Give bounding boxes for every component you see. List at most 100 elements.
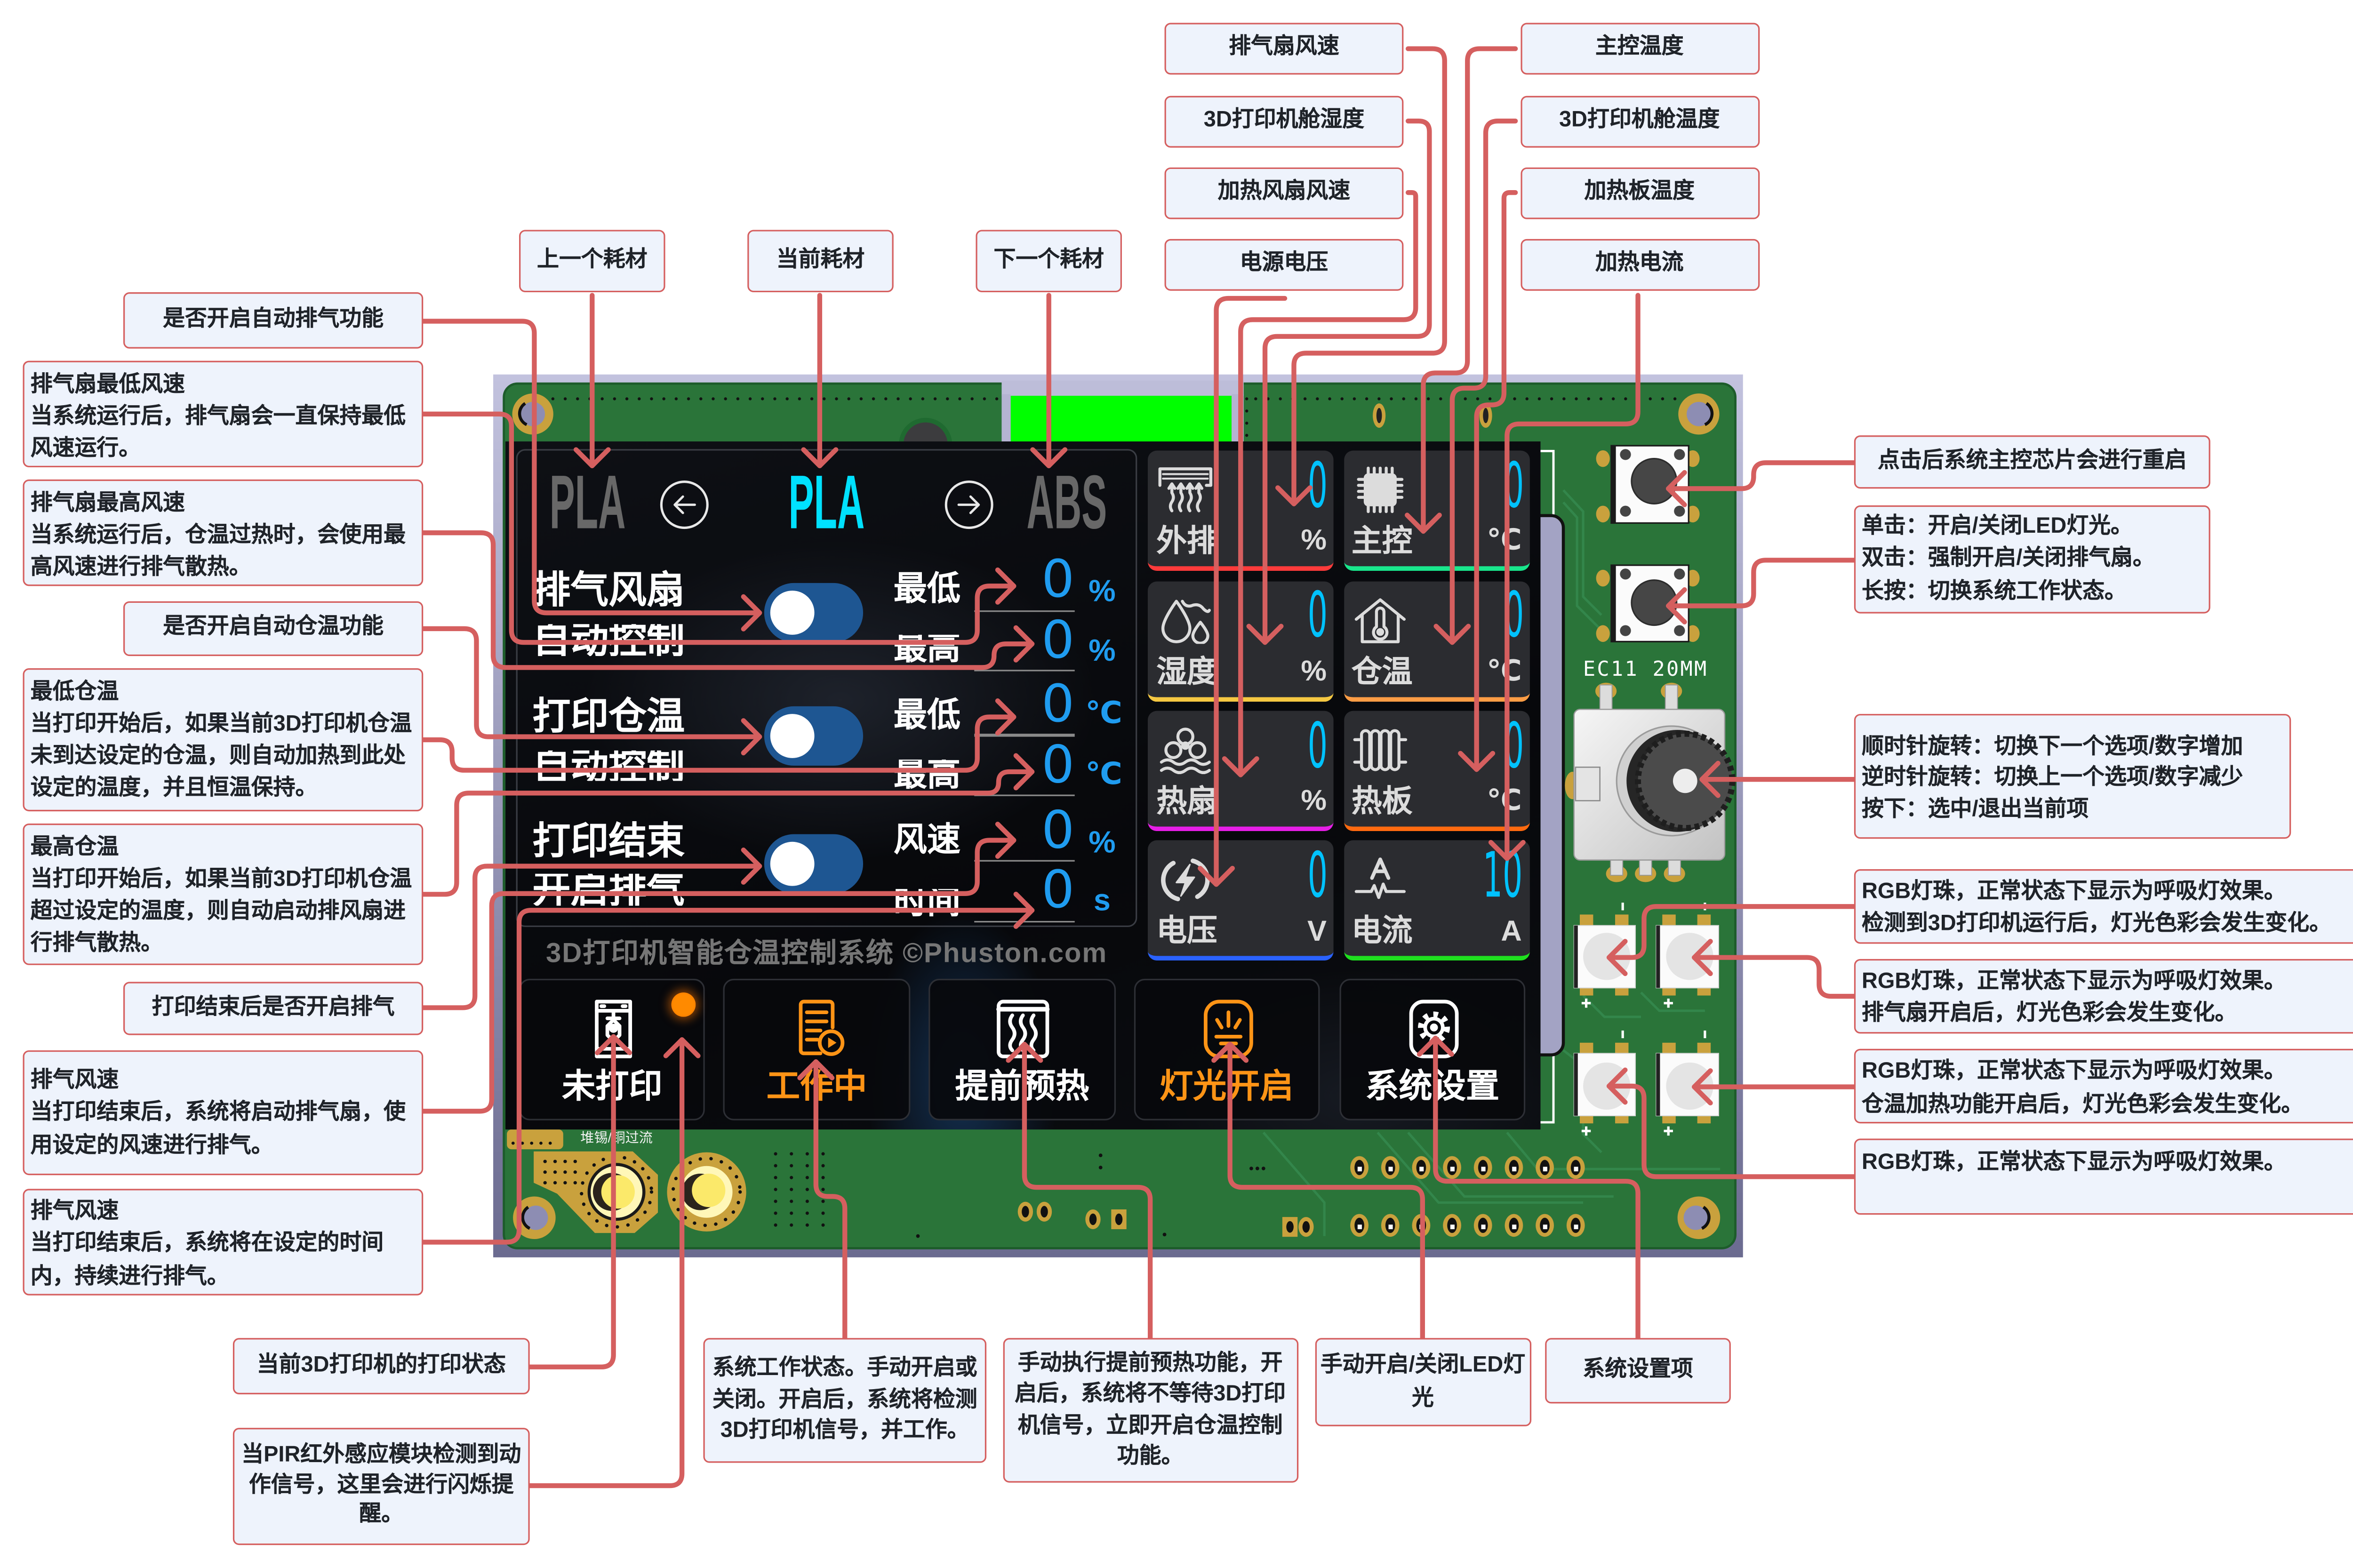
exhaust-auto-toggle[interactable] [763,583,863,643]
field-label: 最高 [893,760,961,790]
callout-description: 当打印开始后，如果当前3D打印机仓温超过设定的温度，则自动启动排风扇进行排气散热… [30,867,412,957]
arrow-left-circle-icon[interactable] [658,480,709,530]
callout-exhaust-fan-speed: 排气扇风速 [1164,23,1404,75]
exhaust-max-speed-value[interactable]: 0 [1041,610,1075,672]
action-button-preheat[interactable]: 提前预热 [929,978,1115,1120]
callout-line: 排气扇开启后，灯光色彩会发生变化。 [1862,1002,2237,1027]
tile-unit: % [1301,786,1327,818]
tile-value-text: 0 [1503,448,1523,522]
mounting-hole-bottom-right [1677,1196,1721,1240]
callout-print-status: 当前3D打印机的打印状态 [232,1338,530,1394]
reset-button[interactable] [1596,445,1700,524]
chamber-temp-auto-toggle[interactable] [763,706,863,766]
tile-label: 主控 [1352,525,1413,559]
multi-function-button[interactable] [1596,564,1700,643]
chamber-max-temp-value[interactable]: 0 [1041,735,1075,796]
callout-chamber-temperature: 3D打印机舱温度 [1520,95,1759,148]
callout-heater-plate-temperature: 加热板温度 [1520,167,1759,219]
exhaust-vent-icon [1158,467,1212,512]
field-unit: % [1088,575,1116,609]
callout-line: 按下：选中/退出当前项 [1862,797,2089,822]
callout-line: 仓温加热功能开启后，灯光色彩会发生变化。 [1862,1092,2304,1117]
previous-material-text: PLA [549,459,626,544]
action-button-label: 系统设置 [1365,1067,1500,1105]
callout-text: 手动执行提前预热功能，开启后，系统将不等待3D打印机信号，立即开启仓温控制功能。 [1015,1351,1286,1469]
callout-text: 排气扇风速 [1229,35,1339,60]
action-button-print-status[interactable]: 未打印 [519,978,705,1120]
lcd-screen: PLA PLA ABS 排气风扇 自动控制 最低 最高 0 0 % % 打印仓温 [505,441,1541,1130]
tile-value: 10 [1444,844,1523,906]
rotary-encoder[interactable] [1565,682,1736,882]
callout-title: 排气风速 [30,1068,119,1093]
action-button-settings[interactable]: 系统设置 [1339,978,1526,1120]
callout-chamber-min-temp: 最低仓温 当打印开始后，如果当前3D打印机仓温未到达设定的仓温，则自动加热到此处… [23,668,424,812]
voltage-bolt-icon [1160,859,1209,902]
tile-unit: ℃ [1487,656,1522,688]
value-underline [975,920,1074,922]
callout-title: 排气风速 [30,1199,119,1224]
row-title-line1: 打印结束 [532,820,685,863]
callout-rgb-led-1: RGB灯珠，正常状态下显示为呼吸灯效果。 检测到3D打印机运行后，灯光色彩会发生… [1854,868,2353,944]
action-button-work-state[interactable]: 工作中 [723,978,910,1120]
sensor-tile-heater-plate: 热板 0 ℃ [1343,709,1529,832]
callout-title: 最高仓温 [30,835,119,859]
callout-text: 下一个耗材 [993,248,1104,272]
chamber-min-temp-value[interactable]: 0 [1041,673,1075,735]
action-button-label: 工作中 [766,1067,867,1105]
post-exhaust-speed-value[interactable]: 0 [1041,801,1075,862]
callout-mcu-temperature: 主控温度 [1520,23,1759,75]
next-material-text: ABS [1025,459,1106,544]
post-exhaust-time-value[interactable]: 0 [1041,860,1075,922]
light-icon [1203,1000,1253,1059]
sensor-tile-mcu: 主控 0 ℃ [1343,448,1529,571]
tile-unit: A [1501,915,1522,948]
value-underline [975,609,1074,612]
tile-value: 0 [1289,454,1328,516]
tile-label: 电流 [1352,915,1413,949]
callout-work-state: 系统工作状态。手动开启或关闭。开启后，系统将检测3D打印机信号，并工作。 [703,1338,987,1463]
callout-text: 电源电压 [1240,251,1329,276]
callout-reset-button: 点击后系统主控芯片会进行重启 [1854,435,2210,489]
gear-icon [1409,1000,1459,1059]
callout-rgb-led-4: RGB灯珠，正常状态下显示为呼吸灯效果。 [1854,1138,2353,1214]
callout-text: 当前耗材 [776,248,865,272]
field-unit: ℃ [1085,697,1122,731]
humidity-drops-icon [1160,599,1210,644]
callout-preheat: 手动执行提前预热功能，开启后，系统将不等待3D打印机信号，立即开启仓温控制功能。 [1002,1338,1298,1483]
row-title-line2-clip: 开启排气 [532,874,700,905]
exhaust-min-speed-value[interactable]: 0 [1041,549,1075,610]
value-underline [975,669,1074,671]
post-print-exhaust-toggle[interactable] [763,833,863,893]
current-material[interactable]: PLA [735,459,918,544]
tile-unit: V [1307,915,1327,948]
tile-unit: ℃ [1487,525,1522,558]
tile-value: 0 [1483,584,1523,647]
board-notch [1001,380,1244,396]
callout-description: 当系统运行后，仓温过热时，会使用最高风速进行排气散热。 [30,523,406,580]
tile-label: 仓温 [1352,655,1413,689]
callout-text: 系统设置项 [1583,1357,1693,1382]
callout-post-exhaust-speed: 排气风速 当打印结束后，系统将启动排气扇，使用设定的风速进行排气。 [23,1050,424,1176]
next-material[interactable]: ABS [975,459,1157,544]
previous-material[interactable]: PLA [505,459,679,544]
mounting-hole-top-right [1678,393,1720,435]
action-button-light[interactable]: 灯光开启 [1133,978,1320,1120]
callout-line: 逆时针旋转：切换上一个选项/数字减少 [1862,766,2243,791]
field-label: 最低 [893,695,961,734]
current-material-text: PLA [788,459,865,544]
tile-unit: % [1301,656,1327,688]
callout-text: 当PIR红外感应模块检测到动作信号，这里会进行闪烁提醒。 [241,1443,521,1528]
board-notch-gap [1001,394,1011,443]
row-title-line2-clip: 自动控制 [532,624,700,656]
callout-text: 打印结束后是否开启排气 [152,995,395,1020]
callout-chamber-max-temp: 最高仓温 当打印开始后，如果当前3D打印机仓温超过设定的温度，则自动启动排风扇进… [23,823,424,965]
toggle-knob [771,841,815,885]
row-title-line2-clip: 自动控制 [532,750,700,781]
callout-text: 3D打印机舱温度 [1559,108,1720,133]
callout-rgb-led-3: RGB灯珠，正常状态下显示为呼吸灯效果。 仓温加热功能开启后，灯光色彩会发生变化… [1854,1048,2353,1124]
pir-indicator-dot [672,992,696,1017]
tile-value-text: 0 [1503,709,1523,782]
tile-unit: % [1301,525,1327,558]
callout-title: 最低仓温 [30,680,119,704]
